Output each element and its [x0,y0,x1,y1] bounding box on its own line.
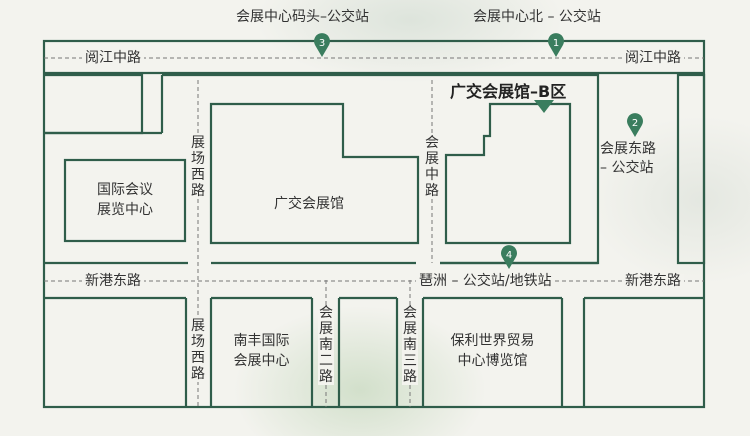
map-pin-icon[interactable]: 3 [313,32,331,58]
bus-stop-wharf-label: 会展中心码头–公交站 [236,9,369,25]
road-yuejiang-left: 阅江中路 [82,51,144,65]
pin-1-number: 1 [553,38,559,49]
canton-fair-hall [209,102,420,245]
road-huizhan-middle: 会展中路 [424,135,440,199]
bus-stop-pazhou-label: 琶洲 – 公交站/地铁站 [416,274,555,288]
bus-stop-east-label-2: – 公交站 [600,160,654,176]
south-block-edges [184,298,586,407]
intl-center-building [63,158,187,243]
road-xingang-right: 新港东路 [622,274,684,288]
road-zhanchang-west-top: 展场西路 [190,135,206,199]
road-huizhan-south2: 会展南二路 [318,305,334,385]
zone-b-title: 广交会展馆–B区 [450,82,567,101]
poly-label: 保利世界贸易 中心博览馆 [423,331,562,371]
nanfeng-label: 南丰国际 会展中心 [211,331,312,371]
poly-line-1: 保利世界贸易 [450,333,535,349]
intl-center-line-2: 展览中心 [97,202,153,218]
canton-fair-label: 广交会展馆 [274,196,344,212]
road-xingang-left: 新港东路 [82,274,144,288]
road-zhanchang-west-bottom: 展场西路 [190,318,206,382]
pin-4-number: 4 [506,250,512,261]
road-yuejiang-right: 阅江中路 [622,51,684,65]
bus-stop-north-label: 会展中心北 – 公交站 [473,9,601,25]
nanfeng-line-2: 会展中心 [233,353,290,369]
map-pin-icon[interactable]: 1 [547,32,565,58]
pin-3-number: 3 [319,38,325,49]
nanfeng-line-1: 南丰国际 [233,333,290,349]
pin-2-number: 2 [632,118,638,129]
zone-b-hall [444,102,572,245]
intl-center-label: 国际会议 展览中心 [65,180,185,220]
zone-b-marker-icon [534,100,554,113]
map-pin-icon[interactable]: 4 [500,244,518,270]
block-right-strip [676,73,706,265]
poly-line-2: 中心博览馆 [457,353,528,369]
intl-center-line-1: 国际会议 [97,182,153,198]
road-huizhan-south3: 会展南三路 [402,305,418,385]
bus-stop-east-label: 会展东路 [600,141,656,157]
map-pin-icon[interactable]: 2 [626,112,644,138]
block-top-left [44,73,144,135]
